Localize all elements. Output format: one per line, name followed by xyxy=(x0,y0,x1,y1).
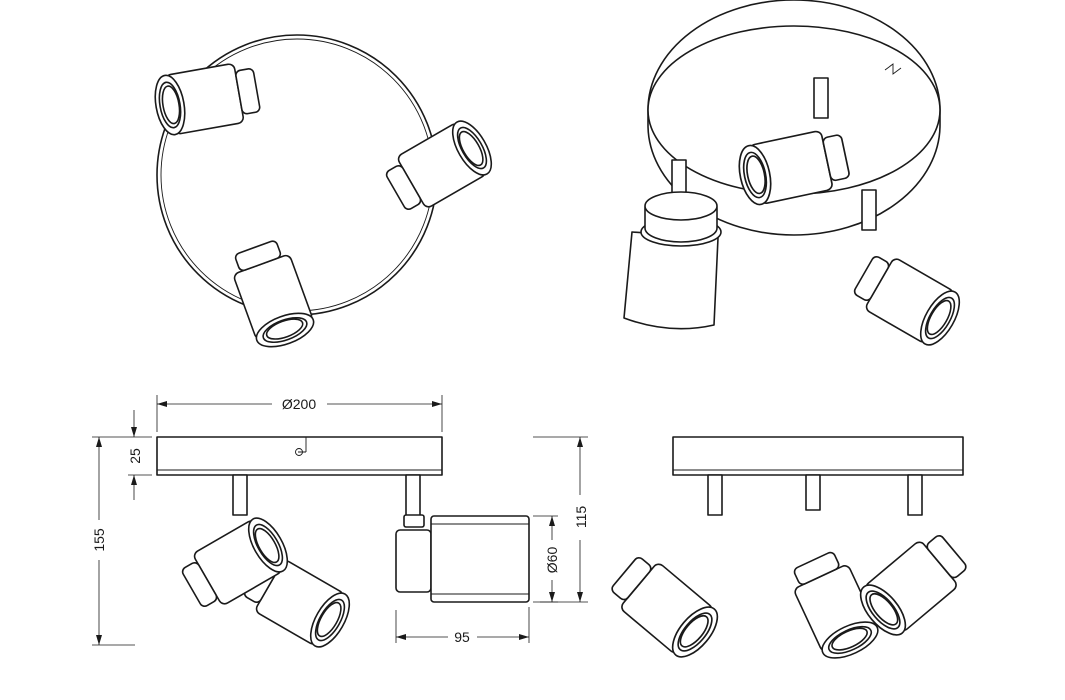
spotlight-head xyxy=(604,548,727,666)
spotlight-head xyxy=(847,247,968,352)
top-view xyxy=(150,34,500,355)
dimension-canopy-height: 25 xyxy=(127,448,143,464)
perspective-view xyxy=(623,0,968,352)
side-view xyxy=(604,436,974,667)
dimension-side-height: 115 xyxy=(573,506,589,529)
dimension-spot-depth: 95 xyxy=(454,629,470,645)
canopy-plate xyxy=(156,436,443,476)
dimension-total-height: 155 xyxy=(91,528,107,552)
dimension-spot-diameter: Ø60 xyxy=(544,547,560,574)
spotlight-head xyxy=(623,191,722,330)
spotlight-head xyxy=(395,515,530,603)
dimension-canopy-diameter: Ø200 xyxy=(282,396,316,412)
canopy-plate xyxy=(672,436,964,476)
front-view: Ø200 25 155 115 Ø60 xyxy=(91,395,589,654)
